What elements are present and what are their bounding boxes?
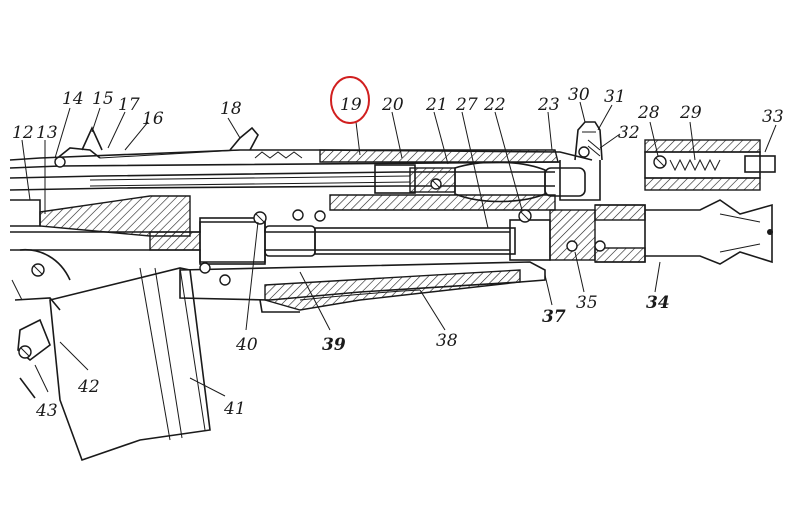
label-18: 18 — [220, 99, 242, 119]
spring-detail-inset — [644, 139, 776, 191]
trigger-group — [11, 248, 71, 399]
front-sight — [559, 121, 603, 201]
leader-lines — [21, 101, 777, 397]
label-17: 17 — [118, 95, 140, 115]
highlight-circle — [330, 76, 370, 124]
lower-handguard — [179, 261, 546, 313]
label-37: 37 — [542, 307, 566, 327]
label-15: 15 — [92, 89, 114, 109]
label-19: 19 — [340, 95, 362, 115]
label-20: 20 — [381, 95, 404, 115]
label-43: 43 — [35, 401, 58, 421]
label-16: 16 — [142, 109, 164, 129]
magazine — [49, 267, 211, 462]
label-41: 41 — [223, 399, 246, 419]
label-34: 34 — [646, 293, 670, 313]
label-42: 42 — [77, 377, 100, 397]
label-29: 29 — [679, 103, 702, 123]
bolt-carrier — [10, 195, 191, 237]
label-40: 40 — [235, 335, 258, 355]
label-22: 22 — [483, 95, 506, 115]
label-31: 31 — [604, 87, 626, 107]
label-23: 23 — [537, 95, 560, 115]
label-27: 27 — [455, 95, 478, 115]
label-21: 21 — [425, 95, 448, 115]
label-12: 12 — [12, 123, 34, 143]
label-14: 14 — [62, 89, 84, 109]
label-30: 30 — [568, 85, 590, 105]
label-35: 35 — [576, 293, 598, 313]
label-38: 38 — [436, 331, 458, 351]
label-32: 32 — [618, 123, 640, 143]
label-13: 13 — [36, 123, 58, 143]
label-39: 39 — [322, 335, 346, 355]
label-28: 28 — [637, 103, 660, 123]
label-33: 33 — [762, 107, 784, 127]
screws — [54, 146, 606, 286]
part-labels: 12 13 14 15 16 17 18 19 20 21 27 22 23 3… — [12, 85, 784, 421]
barrel-assembly — [10, 199, 773, 265]
receiver-upper — [9, 126, 593, 211]
